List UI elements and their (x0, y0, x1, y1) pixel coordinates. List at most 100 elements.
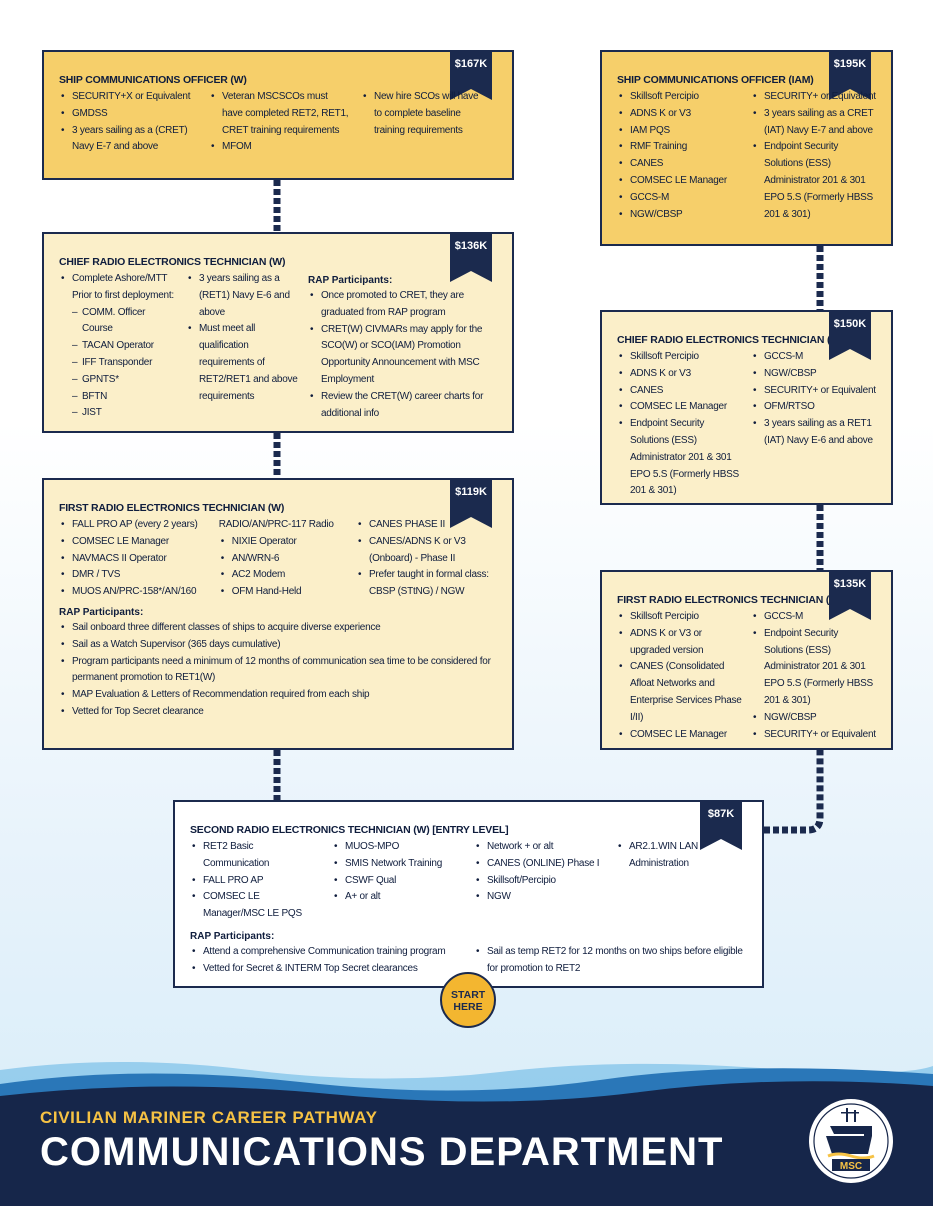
list-item: A+ or alt (332, 889, 462, 906)
list-item: Vetted for Secret & INTERM Top Secret cl… (190, 961, 460, 978)
msc-logo: MSC (807, 1097, 895, 1185)
list-item: COMSEC LE Manager (617, 173, 743, 190)
ship-icon (826, 1108, 872, 1154)
list-item: NGW/CBSP (751, 710, 877, 727)
list-item: Sail onboard three different classes of … (59, 620, 498, 637)
list-item: COMSEC LE Manager (617, 399, 743, 416)
list-item: GCCS-M (751, 609, 877, 626)
list-item: 3 years sailing as a CRET (IAT) Navy E-7… (751, 106, 877, 140)
list-item: New hire SCOs will have to complete base… (361, 89, 481, 139)
list-item: Skillsoft Percipio (617, 89, 743, 106)
list-item: Prefer taught in formal class: CBSP (STt… (356, 567, 498, 601)
list-item: BFTN (72, 389, 176, 406)
list-item: Review the CRET(W) career charts for add… (308, 389, 498, 423)
list-item: MUOS-MPO (332, 839, 462, 856)
start-here-badge: START HERE (440, 972, 496, 1028)
list-item: Attend a comprehensive Communication tra… (190, 944, 460, 961)
list-item: SECURITY+X or Equivalent (59, 89, 197, 106)
list-item: ADNS K or V3 (617, 106, 743, 123)
list-item: CANES (617, 156, 743, 173)
list-item: Endpoint Security Solutions (ESS) Admini… (751, 139, 877, 223)
list-item: COMM. Officer Course (72, 305, 176, 339)
footer-title: COMMUNICATIONS DEPARTMENT (40, 1130, 724, 1174)
list-item: SECURITY+ or Equivalent (751, 727, 877, 744)
list-item: TACAN Operator (72, 338, 176, 355)
card-title: SHIP COMMUNICATIONS OFFICER (IAM) (617, 74, 814, 86)
card-title: SECOND RADIO ELECTRONICS TECHNICIAN (W) … (190, 824, 509, 836)
list-item: CANES (ONLINE) Phase I (474, 856, 604, 873)
card-title: CHIEF RADIO ELECTRONICS TECHNICIAN (W) (59, 256, 286, 268)
list-item: Once promoted to CRET, they are graduate… (308, 288, 498, 322)
list-item: 3 years sailing as a (RET1) Navy E-6 and… (186, 271, 298, 321)
list-item: SMIS Network Training (332, 856, 462, 873)
list-item: GCCS-M (751, 349, 877, 366)
list-item: NGW/CBSP (617, 207, 743, 224)
list-item: OFM Hand-Held (219, 584, 348, 601)
list-item: NGW (474, 889, 604, 906)
list-item: IFF Transponder (72, 355, 176, 372)
requirements-col-3: Network + or alt CANES (ONLINE) Phase I … (474, 839, 604, 923)
list-item: AC2 Modem (219, 567, 348, 584)
list-item: FALL PRO AP (every 2 years) (59, 517, 211, 534)
list-item: JIST (72, 405, 176, 422)
requirements-col-1: RET2 Basic Communication FALL PRO AP COM… (190, 839, 320, 923)
list-item: Vetted for Top Secret clearance (59, 704, 498, 721)
list-item: GMDSS (59, 106, 197, 123)
card-sco-w: $167K SHIP COMMUNICATIONS OFFICER (W) SE… (42, 50, 514, 180)
requirements-col-2: SECURITY+ or Equivalent 3 years sailing … (751, 89, 877, 223)
list-item: Sail as a Watch Supervisor (365 days cum… (59, 637, 498, 654)
list-item: AN/WRN-6 (219, 551, 348, 568)
list-item: Must meet all qualification requirements… (186, 321, 298, 405)
requirements-col-3: New hire SCOs will have to complete base… (361, 89, 481, 156)
list-item: MFOM (209, 139, 349, 156)
list-item: CANES/ADNS K or V3 (Onboard) - Phase II (356, 534, 498, 568)
list-item: Endpoint Security Solutions (ESS) Admini… (751, 626, 877, 710)
list-item: Complete Ashore/MTT Prior to first deplo… (59, 271, 176, 305)
list-item: Endpoint Security Solutions (ESS) Admini… (617, 416, 743, 500)
card-cret-iat: $150K CHIEF RADIO ELECTRONICS TECHNICIAN… (600, 310, 893, 505)
requirements-col-1: SECURITY+X or Equivalent GMDSS 3 years s… (59, 89, 197, 156)
list-item: Veteran MSCSCOs must have completed RET2… (209, 89, 349, 139)
list-item-lead: RADIO/AN/PRC-117 Radio (218, 519, 334, 530)
rope-ret2-to-ret1-iat (764, 750, 824, 834)
requirements-col-1: Skillsoft Percipio ADNS K or V3 IAM PQS … (617, 89, 743, 223)
start-label: START HERE (451, 989, 486, 1013)
card-title: CHIEF RADIO ELECTRONICS TECHNICIAN (IAT) (617, 334, 850, 346)
list-item: Skillsoft Percipio (617, 609, 743, 626)
list-item: CANES (617, 383, 743, 400)
requirements-col-1: Skillsoft Percipio ADNS K or V3 or upgra… (617, 609, 743, 743)
list-item: CANES (Consolidated Afloat Networks and … (617, 659, 743, 726)
card-title: SHIP COMMUNICATIONS OFFICER (W) (59, 74, 247, 86)
list-item: NGW/CBSP (751, 366, 877, 383)
list-item: DMR / TVS (59, 567, 211, 584)
list-item: COMSEC LE Manager (59, 534, 211, 551)
list-item: COMSEC LE Manager/MSC LE PQS (190, 889, 320, 923)
card-cret-w: $136K CHIEF RADIO ELECTRONICS TECHNICIAN… (42, 232, 514, 433)
footer-tagline: CIVILIAN MARINER CAREER PATHWAY (40, 1108, 378, 1127)
card-title: FIRST RADIO ELECTRONICS TECHNICIAN (IAT) (617, 594, 848, 606)
footer-text: CIVILIAN MARINER CAREER PATHWAY COMMUNIC… (40, 1108, 723, 1175)
list-item: GCCS-M (617, 190, 743, 207)
list-item: CANES PHASE II (356, 517, 498, 534)
list-item: RET2 Basic Communication (190, 839, 320, 873)
rap-label: RAP Participants: (190, 930, 275, 942)
list-item: Network + or alt (474, 839, 604, 856)
list-item: SECURITY+ or Equivalent (751, 383, 877, 400)
list-item: 3 years sailing as a RET1 (IAT) Navy E-6… (751, 416, 877, 450)
list-item: NIXIE Operator (219, 534, 348, 551)
course-sublist: COMM. Officer Course TACAN Operator IFF … (72, 305, 176, 423)
list-item: AR2.1.WIN LAN Administration (616, 839, 726, 873)
list-item: Skillsoft Percipio (617, 349, 743, 366)
rap-list-2: Sail as temp RET2 for 12 months on two s… (474, 944, 744, 978)
list-item: Sail as temp RET2 for 12 months on two s… (474, 944, 744, 978)
rap-list: Once promoted to CRET, they are graduate… (308, 288, 498, 422)
list-item: Program participants need a minimum of 1… (59, 654, 498, 688)
requirements-col-4: AR2.1.WIN LAN Administration (616, 839, 726, 923)
requirements-col-1: Skillsoft Percipio ADNS K or V3 CANES CO… (617, 349, 743, 500)
card-ret1-iat: $135K FIRST RADIO ELECTRONICS TECHNICIAN… (600, 570, 893, 750)
requirements-col-3: CANES PHASE II CANES/ADNS K or V3 (Onboa… (356, 517, 498, 601)
footer-wave-banner (0, 1062, 933, 1206)
requirements-col-2: GCCS-M Endpoint Security Solutions (ESS)… (751, 609, 877, 743)
list-item: SECURITY+ or Equivalent (751, 89, 877, 106)
list-item: MAP Evaluation & Letters of Recommendati… (59, 687, 498, 704)
